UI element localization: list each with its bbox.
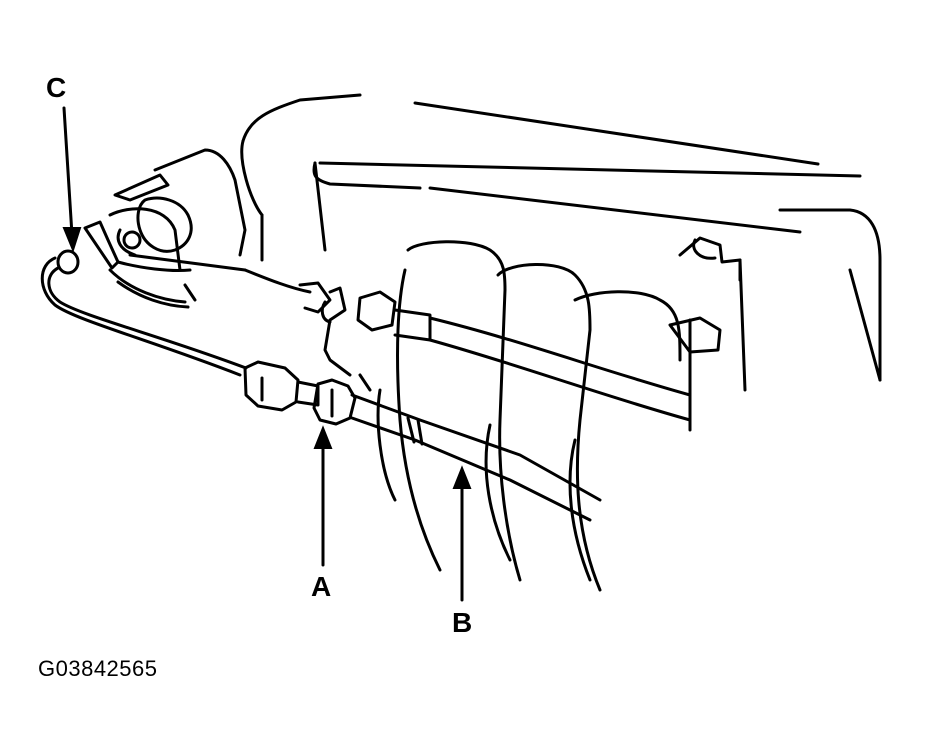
- cable-assembly-drawing: [40, 236, 742, 522]
- callout-c-label: C: [46, 72, 66, 103]
- callout-a: A: [311, 425, 333, 602]
- throttle-body-drawing: [83, 148, 247, 309]
- callout-b-arrowhead: [452, 465, 472, 489]
- intake-manifold-drawing: [240, 93, 882, 592]
- callout-c-leader: [62, 106, 74, 237]
- callout-a-arrowhead: [313, 425, 333, 449]
- callout-c: C: [46, 72, 82, 253]
- callout-a-label: A: [311, 571, 331, 602]
- callout-b: B: [452, 465, 472, 638]
- callout-c-arrowhead: [62, 227, 82, 253]
- figure-id: G03842565: [38, 656, 158, 681]
- callout-b-label: B: [452, 607, 472, 638]
